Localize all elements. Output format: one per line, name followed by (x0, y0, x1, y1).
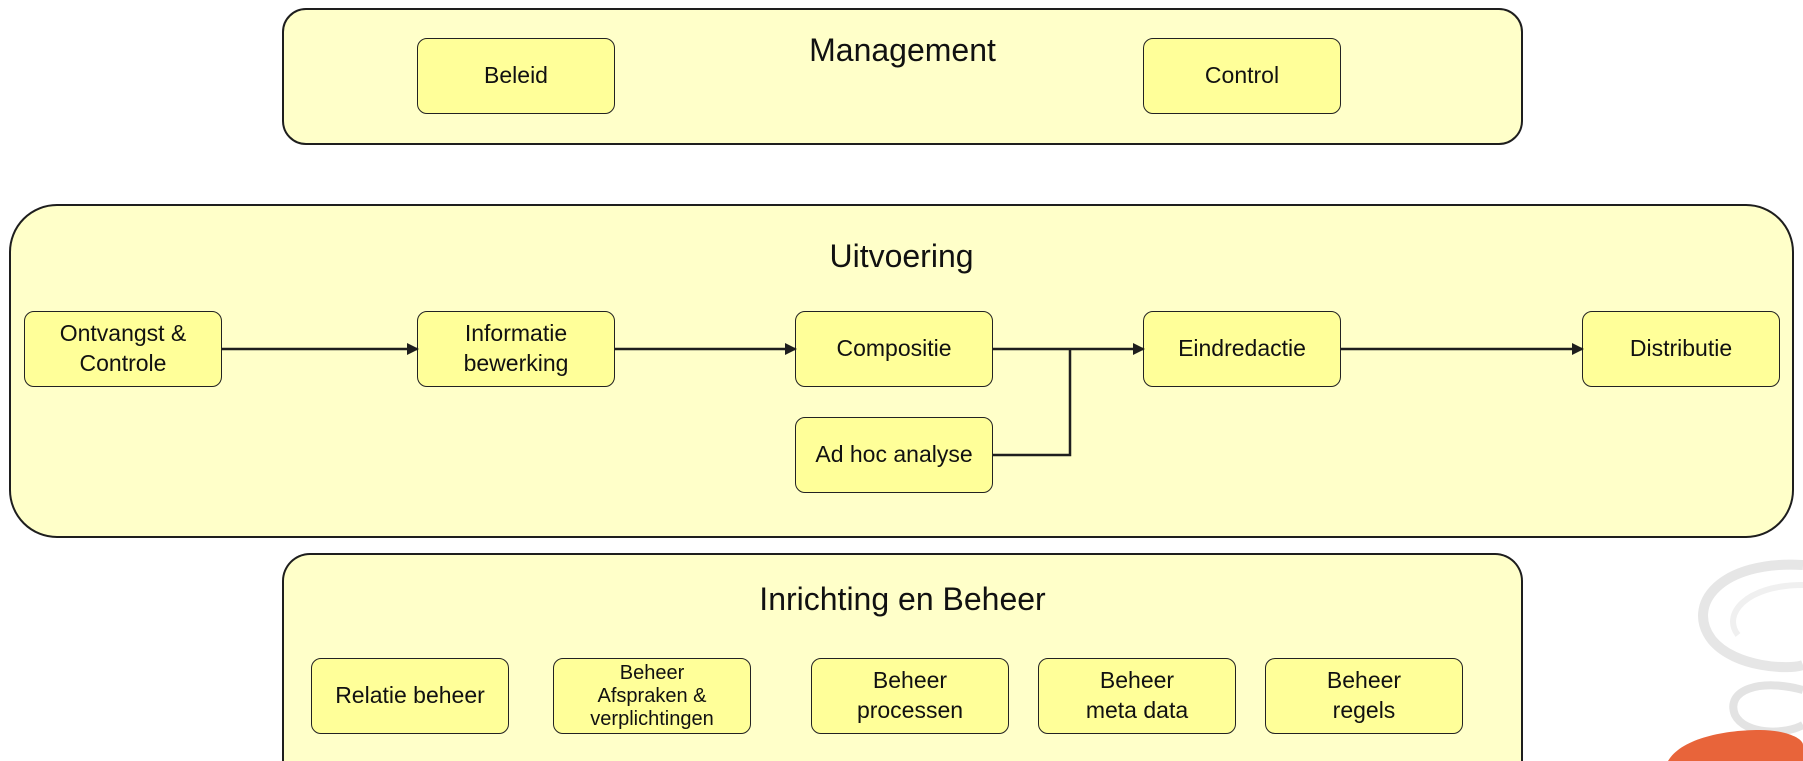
compositie-box: Compositie (795, 311, 993, 387)
informatie-bewerking-box: Informatie bewerking (417, 311, 615, 387)
beleid-box: Beleid (417, 38, 615, 114)
beheer-meta-data-box: Beheer meta data (1038, 658, 1236, 734)
relatie-beheer-box: Relatie beheer (311, 658, 509, 734)
uitvoering-title: Uitvoering (829, 238, 974, 274)
beheer-afspraken-box: Beheer Afspraken & verplichtingen (553, 658, 751, 734)
management-title: Management (809, 32, 996, 68)
ontvangst-controle-box: Ontvangst & Controle (24, 311, 222, 387)
distributie-box: Distributie (1582, 311, 1780, 387)
control-box: Control (1143, 38, 1341, 114)
ad-hoc-analyse-box: Ad hoc analyse (795, 417, 993, 493)
eindredactie-box: Eindredactie (1143, 311, 1341, 387)
beheer-regels-box: Beheer regels (1265, 658, 1463, 734)
beheer-processen-box: Beheer processen (811, 658, 1009, 734)
orange-logo-shape (1668, 730, 1803, 761)
inrichting-title: Inrichting en Beheer (759, 581, 1046, 617)
